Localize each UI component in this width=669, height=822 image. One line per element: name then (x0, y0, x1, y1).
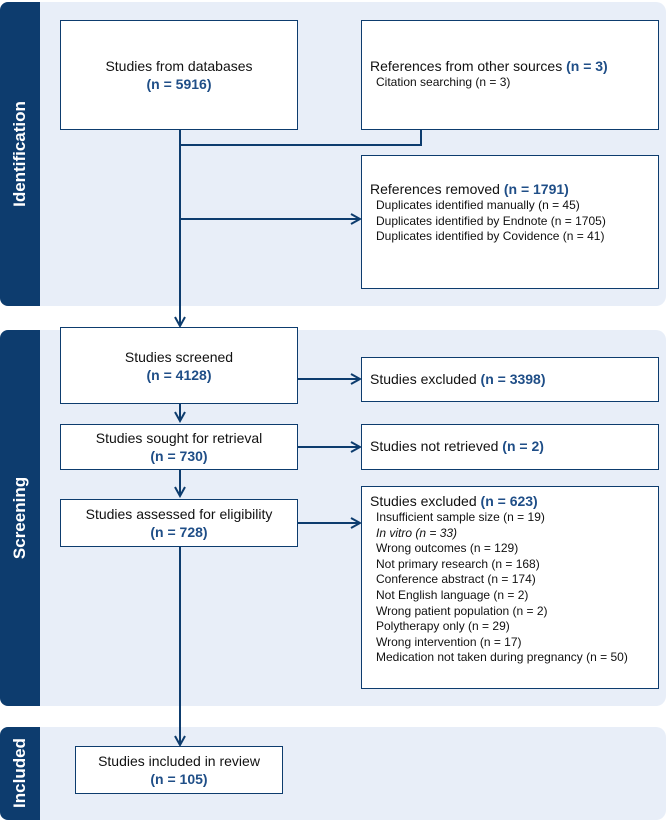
screened-count: (n = 4128) (146, 366, 212, 383)
excluded-eligibility-count: (n = 623) (480, 493, 538, 509)
not-retrieved-box: Studies not retrieved (n = 2) (361, 424, 659, 470)
included-box: Studies included in review (n = 105) (75, 746, 283, 794)
assessed-title: Studies assessed for eligibility (85, 506, 273, 522)
excluded-screen-title: Studies excluded (370, 371, 477, 387)
exclusion-reason: Medication not taken during pregnancy (n… (376, 650, 628, 665)
assessed-count: (n = 728) (150, 524, 208, 540)
included-count: (n = 105) (150, 771, 208, 787)
not-retrieved-count: (n = 2) (502, 438, 544, 454)
exclusion-reason: Insufficient sample size (n = 19) (376, 510, 545, 524)
databases-box: Studies from databases (n = 5916) (60, 20, 298, 130)
sought-count: (n = 730) (150, 448, 208, 464)
included-band: Included (0, 727, 40, 820)
not-retrieved-title: Studies not retrieved (370, 438, 499, 454)
identification-band: Identification (0, 2, 40, 306)
assessed-box: Studies assessed for eligibility (n = 72… (60, 499, 298, 547)
other-sources-item: Citation searching (n = 3) (376, 75, 511, 89)
other-sources-count: (n = 3) (566, 58, 608, 74)
included-title: Studies included in review (98, 753, 260, 769)
removed-box: References removed (n = 1791) Duplicates… (361, 155, 659, 289)
excluded-eligibility-box: Studies excluded (n = 623) Insufficient … (361, 486, 659, 689)
exclusion-reason: Polytherapy only (n = 29) (376, 619, 510, 634)
exclusion-reason: Wrong intervention (n = 17) (376, 634, 522, 649)
other-sources-box: References from other sources (n = 3) Ci… (361, 20, 659, 130)
screened-title: Studies screened (124, 348, 234, 365)
other-sources-title: References from other sources (370, 58, 563, 74)
removed-title: References removed (370, 181, 500, 197)
exclusion-reason: Wrong patient population (n = 2) (376, 603, 548, 618)
exclusion-reason: Not English language (n = 2) (376, 587, 529, 602)
excluded-eligibility-title: Studies excluded (370, 493, 477, 509)
removed-count: (n = 1791) (503, 181, 569, 197)
exclusion-reason: Wrong outcomes (n = 129) (376, 541, 519, 556)
screening-label: Screening (10, 476, 29, 560)
databases-count: (n = 5916) (146, 76, 212, 92)
excluded-screen-count: (n = 3398) (480, 371, 546, 387)
identification-label: Identification (10, 101, 29, 207)
exclusion-reason: Not primary research (n = 168) (376, 556, 540, 571)
excluded-screen-box: Studies excluded (n = 3398) (361, 357, 659, 402)
databases-title: Studies from databases (105, 58, 253, 74)
removed-item: Duplicates identified manually (n = 45) (376, 198, 580, 212)
included-label: Included (10, 738, 29, 808)
removed-item: Duplicates identified by Endnote (n = 17… (376, 213, 606, 228)
sought-title: Studies sought for retrieval (95, 430, 263, 446)
screening-band: Screening (0, 330, 40, 706)
exclusion-reason: Conference abstract (n = 174) (376, 572, 536, 587)
removed-item: Duplicates identified by Covidence (n = … (376, 229, 605, 244)
sought-box: Studies sought for retrieval (n = 730) (60, 424, 298, 470)
screened-box: Studies screened (n = 4128) (60, 327, 298, 404)
exclusion-reason: In vitro (n = 33) (376, 525, 458, 540)
